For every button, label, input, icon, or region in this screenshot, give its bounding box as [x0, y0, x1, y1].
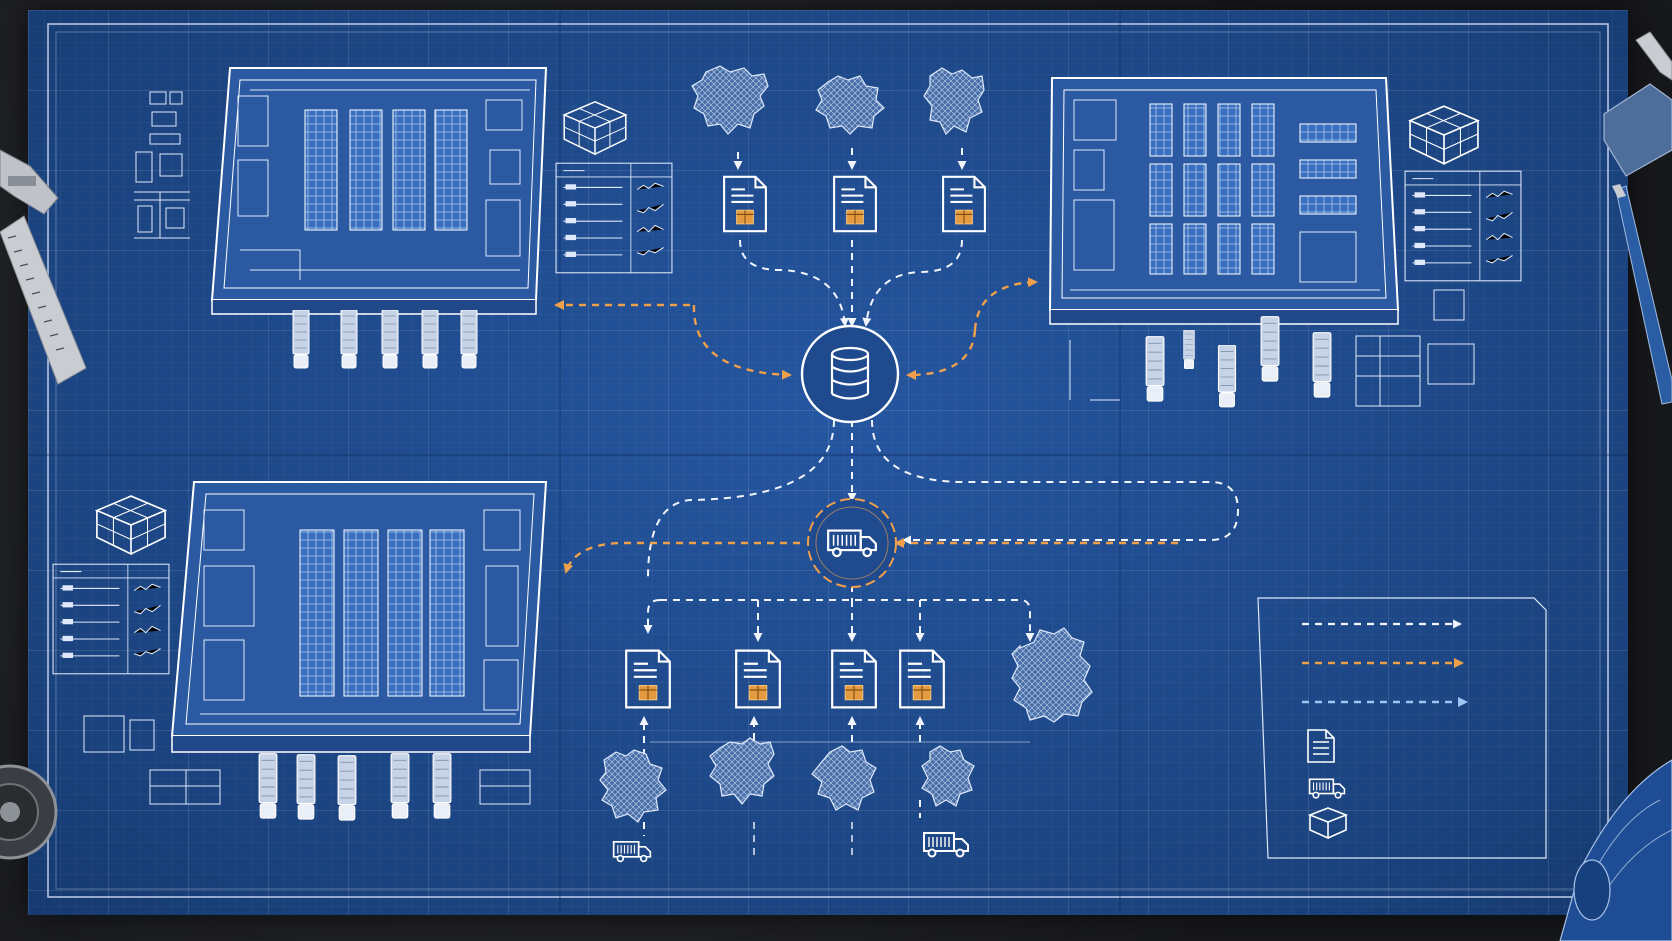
document-icon [1307, 729, 1335, 763]
legend-panel [1257, 597, 1547, 859]
map-region-icon [923, 67, 985, 136]
flow-dispatch-to-doc [643, 599, 661, 634]
map-region-icon [709, 737, 775, 805]
document-box-icon [625, 649, 671, 709]
side-sketch [1069, 289, 1475, 407]
flow-warehouse-to-hub [906, 329, 977, 380]
map-regions [599, 65, 1093, 823]
warehouse-floorplan-icon [1048, 77, 1400, 325]
map-region-icon [1011, 627, 1093, 723]
desk-props [0, 31, 1672, 941]
map-region-icon [921, 745, 975, 807]
document-box-icon [831, 649, 877, 709]
flow-lines [554, 148, 1240, 860]
documents-bottom [625, 649, 945, 709]
flow-return-to-dispatch [871, 419, 1240, 545]
hub-node [800, 324, 900, 424]
flow-dispatch-to-region [660, 599, 1035, 642]
flow-hub-to-warehouse [973, 277, 1038, 331]
map-region-icon [599, 749, 667, 823]
flow-warehouse-to-hub [692, 304, 792, 380]
map-region-icon [691, 65, 769, 135]
flow-doc-to-hub [739, 239, 849, 327]
sheet-border [47, 23, 1609, 898]
truck-icon [612, 840, 652, 863]
loading-trucks [1145, 316, 1332, 408]
isometric-cube-icon [563, 101, 627, 155]
document-box-icon [833, 175, 877, 233]
isometric-cube-icon [1409, 105, 1479, 165]
box-icon [1307, 807, 1349, 840]
isometric-cube-icon [96, 495, 166, 555]
loading-trucks [258, 753, 452, 821]
data-table-block [52, 563, 170, 675]
flow-doc-to-hub [862, 239, 963, 327]
map-region-icon [811, 745, 877, 811]
side-sketch [83, 715, 531, 805]
dispatch-node [807, 498, 897, 588]
document-box-icon [735, 649, 781, 709]
document-box-icon [723, 175, 767, 233]
warehouse-floorplan-icon [170, 481, 548, 753]
flow-hub-to-region [647, 419, 835, 579]
data-table-block [1404, 170, 1522, 282]
data-table-block [555, 162, 673, 274]
documents-top [723, 175, 986, 233]
map-region-icon [815, 75, 885, 135]
database-icon [830, 346, 870, 400]
truck-icon [922, 831, 970, 858]
flow-dispatch-to-warehouse [563, 541, 800, 574]
truck-icon [1308, 778, 1346, 799]
document-box-icon [899, 649, 945, 709]
warehouse-floorplan-icon [210, 67, 548, 315]
side-sketch [133, 91, 191, 239]
document-box-icon [942, 175, 986, 233]
loading-trucks [292, 310, 478, 369]
